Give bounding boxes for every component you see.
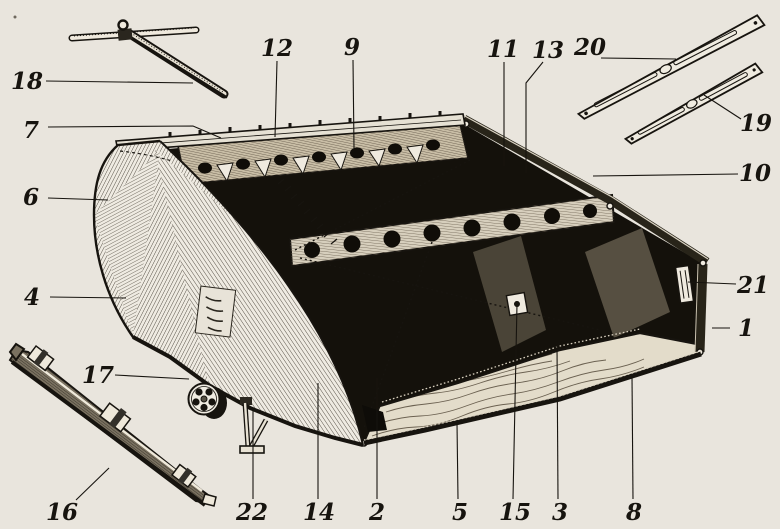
callout-leader-3	[556, 344, 559, 500]
callout-leader-10	[592, 173, 739, 177]
callout-label-17: 17	[82, 362, 114, 389]
callout-label-3: 3	[552, 499, 568, 526]
callout-label-14: 14	[303, 499, 335, 526]
callout-leader-4	[49, 296, 127, 299]
support-jack	[239, 397, 269, 454]
end-rib-frame	[461, 114, 710, 353]
callout-label-9: 9	[344, 34, 360, 61]
callout-leader-8	[631, 375, 634, 500]
callout-label-6: 6	[23, 184, 39, 211]
callout-label-1: 1	[738, 315, 754, 342]
callout-leader-18	[45, 80, 194, 84]
callout-label-15: 15	[499, 499, 531, 526]
paper-speck	[13, 15, 17, 19]
interior-wedge	[585, 228, 670, 338]
callout-label-18: 18	[11, 68, 43, 95]
rear-spar	[288, 193, 616, 268]
callout-leader-17	[114, 374, 190, 380]
callout-label-22: 22	[235, 499, 268, 526]
callout-label-8: 8	[625, 499, 642, 526]
spar-corner-fitting	[362, 405, 387, 432]
callout-leader-12	[274, 60, 278, 138]
strut-strip-20	[576, 14, 766, 120]
nose-stamp-patch	[194, 285, 237, 338]
corner-fitting-plate	[674, 264, 695, 304]
callout-label-20: 20	[573, 34, 606, 61]
callout-leader-5	[456, 422, 459, 500]
callout-leader-19	[703, 94, 742, 120]
callout-label-12: 12	[261, 35, 293, 62]
ski-mount-front	[26, 344, 55, 372]
callout-label-7: 7	[23, 117, 39, 144]
callout-leader-13	[525, 61, 544, 173]
strut-strip-19	[623, 62, 764, 145]
callout-label-19: 19	[740, 110, 772, 137]
control-rod-assembly	[68, 19, 229, 99]
callout-leader-6	[47, 197, 109, 201]
bracing-cables	[294, 159, 601, 429]
callout-label-16: 16	[46, 499, 78, 526]
wheel	[187, 382, 227, 419]
callout-leader-20	[600, 57, 677, 60]
callout-leader-9	[352, 59, 355, 149]
callout-label-11: 11	[487, 36, 519, 63]
callout-label-21: 21	[736, 272, 769, 299]
callout-label-2: 2	[368, 499, 385, 526]
interior-wedge	[473, 236, 546, 352]
ski	[8, 342, 217, 507]
front-spar-band	[177, 123, 469, 185]
callout-label-10: 10	[739, 160, 771, 187]
callout-leader-16	[75, 467, 110, 501]
callout-label-4: 4	[24, 284, 40, 311]
callout-label-13: 13	[532, 37, 564, 64]
bottom-rail	[363, 350, 702, 446]
ski-mount-middle	[98, 402, 132, 433]
callout-label-5: 5	[452, 499, 468, 526]
callout-leader-21	[687, 281, 737, 285]
callout-leader-7	[47, 125, 222, 139]
callout-leader-15	[512, 303, 518, 500]
ski-mount-rear	[170, 463, 197, 489]
